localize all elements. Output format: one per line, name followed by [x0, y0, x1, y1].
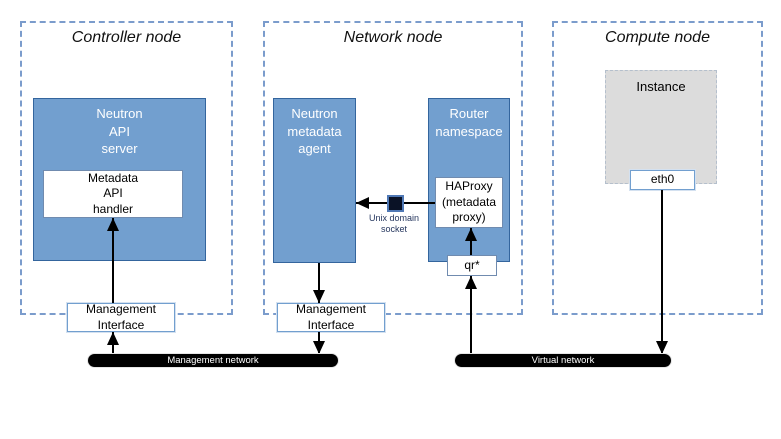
- haproxy-to-agent-arrowhead-icon: [356, 197, 369, 209]
- agent-to-interface-arrowhead-icon: [313, 290, 325, 303]
- network-management-interface-box: Management Interface: [277, 302, 385, 332]
- virtual-to-qr-line: [470, 276, 472, 354]
- controller-upper-arrowhead-icon: [107, 218, 119, 231]
- haproxy-metadata-proxy-box: HAProxy (metadata proxy): [435, 177, 503, 228]
- eth0-interface-box: eth0: [630, 170, 695, 190]
- compute-node-frame: Compute node: [552, 21, 763, 315]
- qr-to-haproxy-arrowhead-icon: [465, 228, 477, 241]
- metadata-api-handler-box: Metadata API handler: [43, 170, 183, 218]
- controller-lower-arrowhead-icon: [107, 332, 119, 345]
- unix-domain-socket-icon: [387, 195, 404, 212]
- controller-node-title: Controller node: [71, 29, 182, 46]
- virtual-network-bar: Virtual network: [455, 354, 671, 367]
- unix-domain-socket-label: Unix domain socket: [368, 213, 420, 234]
- neutron-metadata-agent-box: Neutron metadata agent: [273, 98, 356, 263]
- network-node-frame: Network node: [263, 21, 523, 315]
- instance-box: Instance: [605, 70, 717, 184]
- qr-to-haproxy-line: [470, 228, 472, 255]
- compute-node-title: Compute node: [605, 29, 710, 46]
- interface-to-bar-arrowhead-icon: [313, 341, 325, 354]
- controller-management-interface-box: Management Interface: [67, 302, 175, 332]
- controller-upper-arrow-line: [112, 218, 114, 303]
- eth0-to-virtual-arrowhead-icon: [656, 341, 668, 354]
- management-network-bar: Management network: [88, 354, 338, 367]
- agent-to-interface-line: [318, 263, 320, 303]
- qr-interface-box: qr*: [447, 255, 497, 276]
- eth0-to-virtual-line: [661, 190, 663, 354]
- network-node-title: Network node: [343, 29, 443, 46]
- virtual-to-qr-arrowhead-icon: [465, 276, 477, 289]
